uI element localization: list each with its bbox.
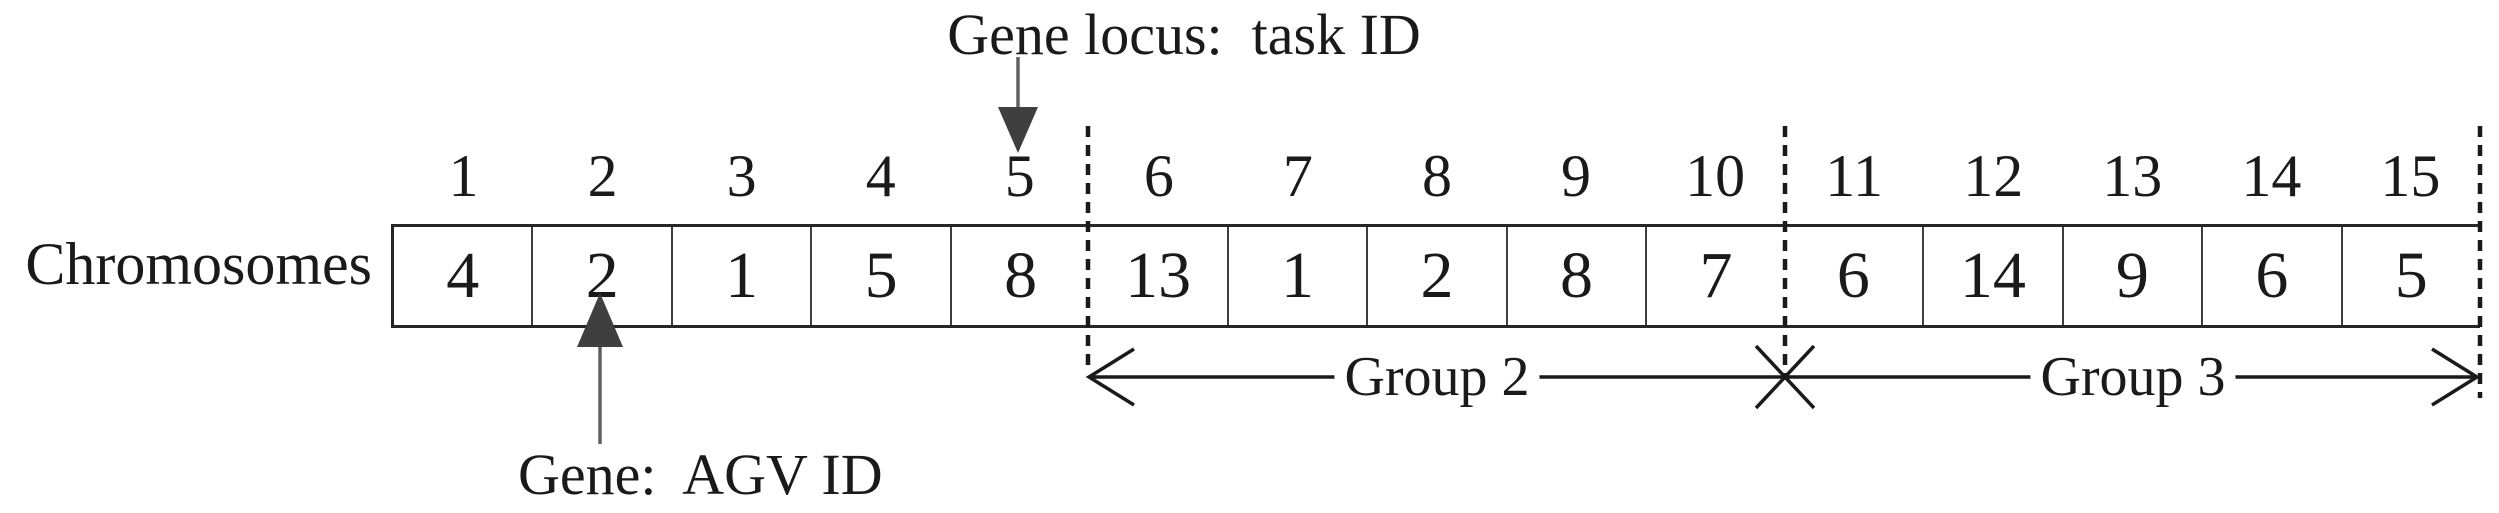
locus-index: 9	[1561, 143, 1592, 209]
left-arrowhead-icon	[1085, 347, 1135, 407]
chromosomes-label: Chromosomes	[25, 231, 372, 297]
locus-index: 14	[2241, 143, 2302, 209]
locus-index: 8	[1421, 143, 1452, 209]
gene-cell: 9	[2061, 227, 2201, 325]
gene-cell: 8	[949, 227, 1089, 325]
gene-cell: 14	[1922, 227, 2061, 325]
locus-index: 13	[2102, 143, 2163, 209]
locus-index: 4	[865, 143, 896, 209]
locus-index: 7	[1282, 143, 1313, 209]
locus-index-row: 1 2 3 4 5 6 7 8 9 10 11 12 13 14 15	[394, 146, 2480, 206]
locus-index: 1	[448, 143, 479, 209]
gene-cell: 8	[1505, 227, 1645, 325]
locus-index: 2	[587, 143, 618, 209]
right-arrowhead-icon	[2431, 347, 2481, 407]
gene-locus-annotation-label: Gene locus: task ID	[947, 2, 1421, 67]
gene-cell: 5	[810, 227, 949, 325]
locus-index: 15	[2380, 143, 2441, 209]
locus-index: 5	[1004, 143, 1035, 209]
gene-cell: 4	[446, 239, 480, 312]
gene-cell: 1	[670, 227, 810, 325]
locus-index: 12	[1963, 143, 2024, 209]
group-3-label: Group 3	[2030, 347, 2236, 407]
locus-index: 10	[1685, 143, 1746, 209]
gene-cell: 2	[531, 227, 670, 325]
chromosome-strip: 4 2 1 5 8 13 1 2 8 7 6 14 9 6 5	[391, 224, 2480, 328]
gene-cell: 1	[1226, 227, 1366, 325]
locus-index: 6	[1143, 143, 1174, 209]
locus-index: 11	[1825, 143, 1884, 209]
gene-cell: 7	[1645, 227, 1784, 325]
gene-cell: 5	[2340, 227, 2480, 325]
gene-annotation-label: Gene: AGV ID	[518, 442, 883, 507]
gene-cell: 2	[1366, 227, 1505, 325]
gene-cell: 13	[1125, 239, 1192, 312]
gene-cell: 6	[1836, 239, 1870, 312]
crossover-x-mark-icon	[1754, 344, 1816, 410]
locus-index: 3	[726, 143, 757, 209]
gene-cell: 6	[2201, 227, 2340, 325]
group-2-label: Group 2	[1334, 347, 1540, 407]
